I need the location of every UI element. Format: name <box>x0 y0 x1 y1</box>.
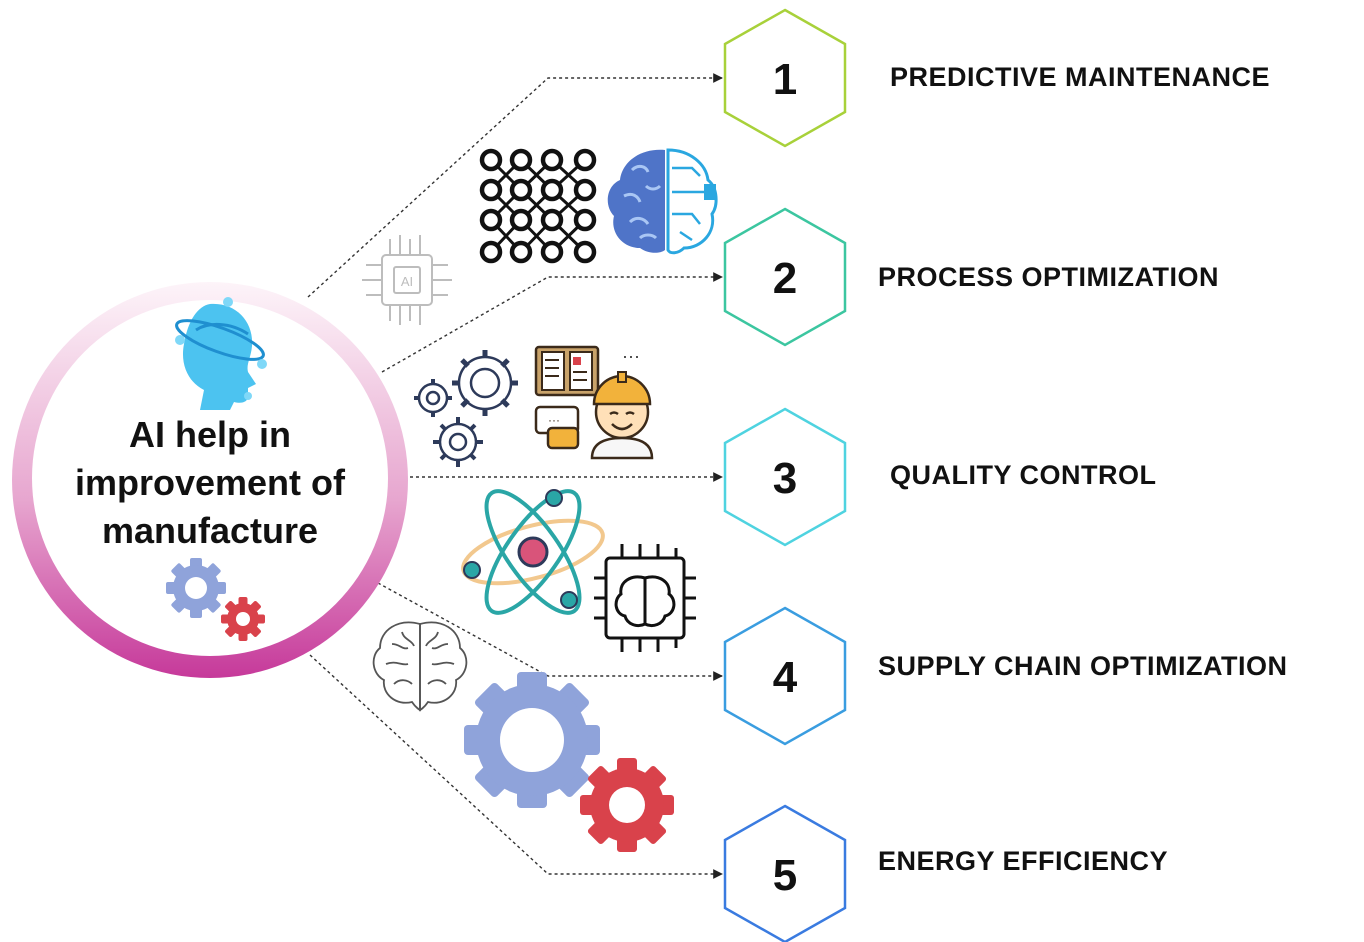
hub-title-line-2: improvement of <box>74 462 346 503</box>
hub-title-line-1: AI help in <box>129 414 291 455</box>
brain-outline-icon <box>372 621 468 712</box>
step-hexagon-3 <box>723 407 847 547</box>
step-number-1: 1 <box>773 55 797 104</box>
step-hexagon-5 <box>723 804 847 942</box>
neural-network-icon <box>479 148 597 264</box>
svg-text:···: ··· <box>622 346 640 366</box>
hub-title-line-3: manufacture <box>101 510 319 551</box>
step-hexagon-4 <box>723 606 847 746</box>
engineer-idea-icon: ··· ··· <box>534 345 654 460</box>
gears-outline-icon <box>414 350 518 467</box>
large-gears-icon <box>464 672 674 852</box>
step-label-2: PROCESS OPTIMIZATION <box>878 262 1220 292</box>
ai-head-icon <box>175 297 267 410</box>
step-label-3: QUALITY CONTROL <box>890 460 1157 490</box>
brain-circuit-icon <box>607 148 718 255</box>
connector-1 <box>307 73 723 298</box>
step-number-4: 4 <box>773 653 798 702</box>
ai-chip-icon: AI <box>362 235 452 325</box>
step-number-3: 3 <box>773 454 797 503</box>
step-hexagons: 1 2 3 4 5 <box>723 8 847 942</box>
step-hexagon-2 <box>723 207 847 347</box>
connector-2 <box>381 272 723 373</box>
brain-chip-icon <box>594 544 696 652</box>
step-hexagon-1 <box>723 8 847 148</box>
hub-circle <box>12 282 408 678</box>
connector-4 <box>377 582 723 681</box>
step-label-1: PREDICTIVE MAINTENANCE <box>890 62 1271 92</box>
step-number-2: 2 <box>773 254 797 303</box>
connectors <box>307 73 723 879</box>
connector-5 <box>309 654 723 879</box>
step-label-5: ENERGY EFFICIENCY <box>878 846 1169 876</box>
gears-icon <box>166 558 265 641</box>
svg-text:···: ··· <box>548 413 560 427</box>
step-number-5: 5 <box>773 851 797 900</box>
step-label-4: SUPPLY CHAIN OPTIMIZATION <box>878 651 1288 681</box>
atom-icon <box>461 489 605 615</box>
ai-chip-text: AI <box>401 274 413 289</box>
